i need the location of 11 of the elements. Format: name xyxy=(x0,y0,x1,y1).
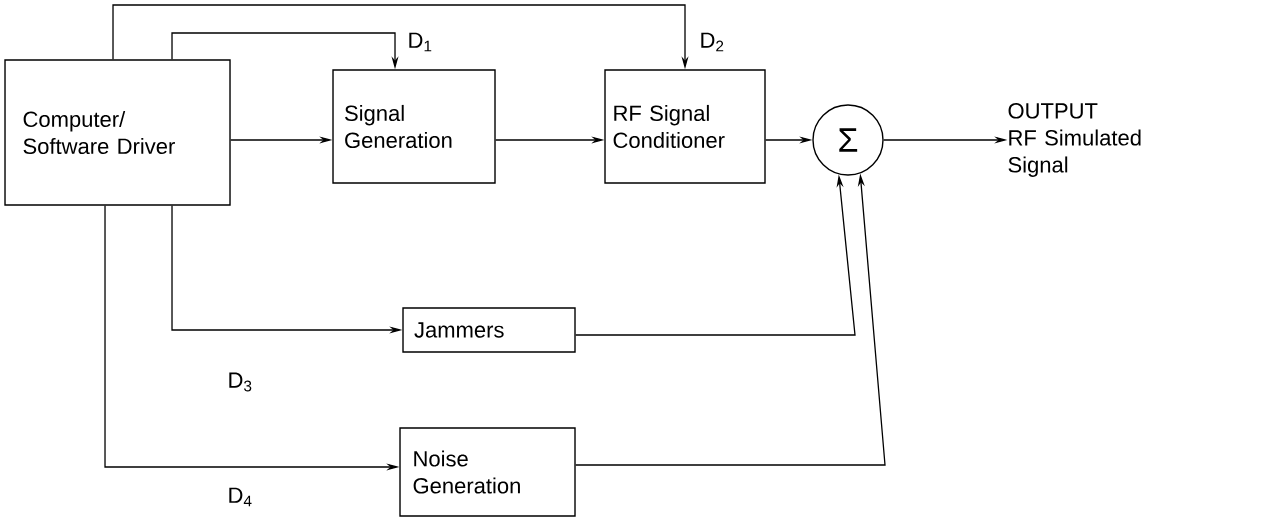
edge-label: D$_{4}$ xyxy=(226,486,254,508)
process-box: Jammers xyxy=(402,307,576,353)
process-box: RF Signal Conditioner xyxy=(604,69,766,184)
process-box: Signal Generation xyxy=(332,69,496,184)
output-label: OUTPUT RF Simulated Signal xyxy=(1008,103,1141,177)
process-box: Noise Generation xyxy=(399,427,576,517)
edge-label: D$_{1}$ xyxy=(406,31,434,53)
edge-label: D$_{3}$ xyxy=(226,371,254,393)
summing-junction: Σ xyxy=(812,104,884,176)
edge-label: D$_{2}$ xyxy=(698,31,726,53)
process-box: Computer/ Software Driver xyxy=(4,59,231,206)
